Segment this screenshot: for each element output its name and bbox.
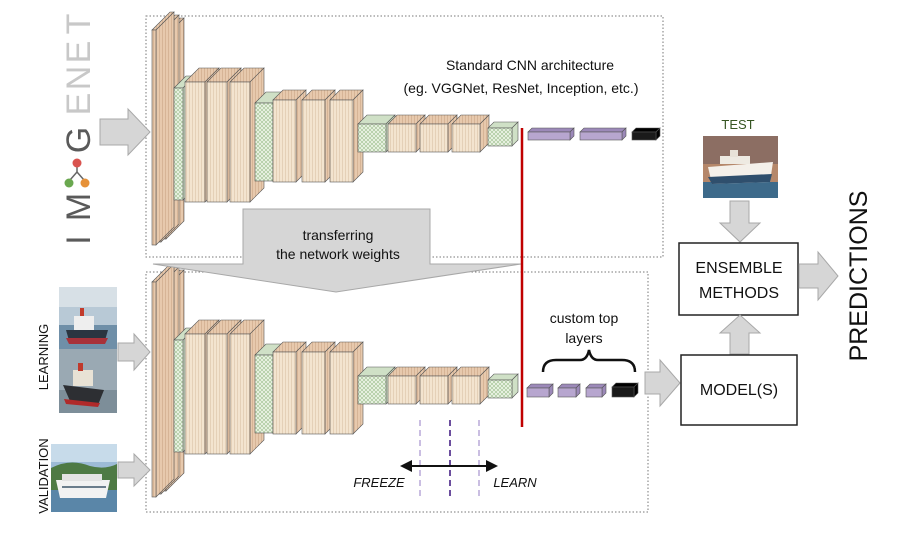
- learning-ship-photo-1: [59, 287, 117, 349]
- conv-layer: [451, 114, 490, 153]
- imagenet-node-icon: [64, 158, 90, 188]
- imagenet-letter: G: [60, 127, 98, 153]
- ensemble-line2: METHODS: [699, 285, 779, 302]
- imagenet-letter: I: [60, 235, 98, 244]
- ensemble-line1: ENSEMBLE: [695, 260, 782, 277]
- conv-layer: [272, 89, 307, 183]
- transfer-weights-arrow: [152, 208, 522, 293]
- imagenet-letter: E: [60, 41, 98, 64]
- dense-layer: [579, 127, 627, 141]
- conv-slab: [151, 11, 175, 246]
- imagenet-letter: T: [60, 14, 98, 35]
- conv-slab: [151, 263, 175, 498]
- test-label: TEST: [721, 117, 754, 132]
- conv-layer: [329, 341, 364, 435]
- top-cnn: [151, 11, 661, 246]
- to-models-arrow: [644, 358, 681, 408]
- validation-label: VALIDATION: [36, 438, 51, 513]
- imagenet-letter: E: [60, 93, 98, 116]
- output-layer: [611, 382, 639, 398]
- models-to-ensemble-arrow: [718, 314, 762, 355]
- dense-layer: [557, 383, 581, 398]
- to-predictions-arrow: [798, 250, 839, 302]
- models-label: MODEL(S): [700, 382, 778, 399]
- freeze-label: FREEZE: [353, 475, 405, 490]
- predictions-label: PREDICTIONS: [845, 191, 873, 362]
- dense-layer: [585, 383, 607, 398]
- pool-layer: [487, 373, 519, 399]
- freeze-learn-arrow: [400, 460, 498, 472]
- imagenet-node-green: [64, 178, 74, 188]
- imagenet-letter: N: [60, 66, 98, 91]
- imagenet-node-orange: [80, 178, 90, 188]
- output-layer: [631, 127, 661, 141]
- transfer-label-line1: transferring: [303, 227, 374, 243]
- conv-layer: [419, 114, 458, 153]
- test-to-ensemble-arrow: [718, 200, 762, 243]
- imagenet-letter: M: [60, 193, 98, 221]
- dense-layer: [527, 127, 575, 141]
- models-box: [680, 354, 798, 426]
- learning-input-arrow: [117, 332, 151, 372]
- imagenet-input-arrow: [99, 107, 151, 157]
- pool-layer: [487, 121, 519, 147]
- conv-layer: [451, 366, 490, 405]
- dense-layer: [526, 383, 554, 398]
- conv-layer: [419, 366, 458, 405]
- custom-layers-label-line1: custom top: [550, 310, 619, 326]
- conv-layer: [229, 319, 265, 455]
- top-panel-title: Standard CNN architecture: [446, 57, 614, 73]
- ensemble-methods-box: [678, 242, 799, 316]
- pool-layer: [357, 114, 396, 153]
- transfer-label-line2: the network weights: [276, 246, 400, 262]
- bottom-cnn: [151, 263, 639, 498]
- custom-layers-brace: [541, 349, 637, 373]
- learning-tugboat-photo-2: [59, 349, 117, 413]
- conv-layer: [387, 114, 426, 153]
- conv-layer: [387, 366, 426, 405]
- validation-input-arrow: [117, 452, 151, 488]
- conv-layer: [272, 341, 307, 435]
- top-panel-subtitle: (eg. VGGNet, ResNet, Inception, etc.): [404, 80, 639, 96]
- test-ship-photo: [703, 136, 778, 198]
- imagenet-node-red: [72, 158, 82, 168]
- learning-label: LEARNING: [36, 324, 51, 390]
- validation-ship-photo: [51, 444, 117, 512]
- custom-layers-label-line2: layers: [565, 330, 602, 346]
- learn-label: LEARN: [493, 475, 537, 490]
